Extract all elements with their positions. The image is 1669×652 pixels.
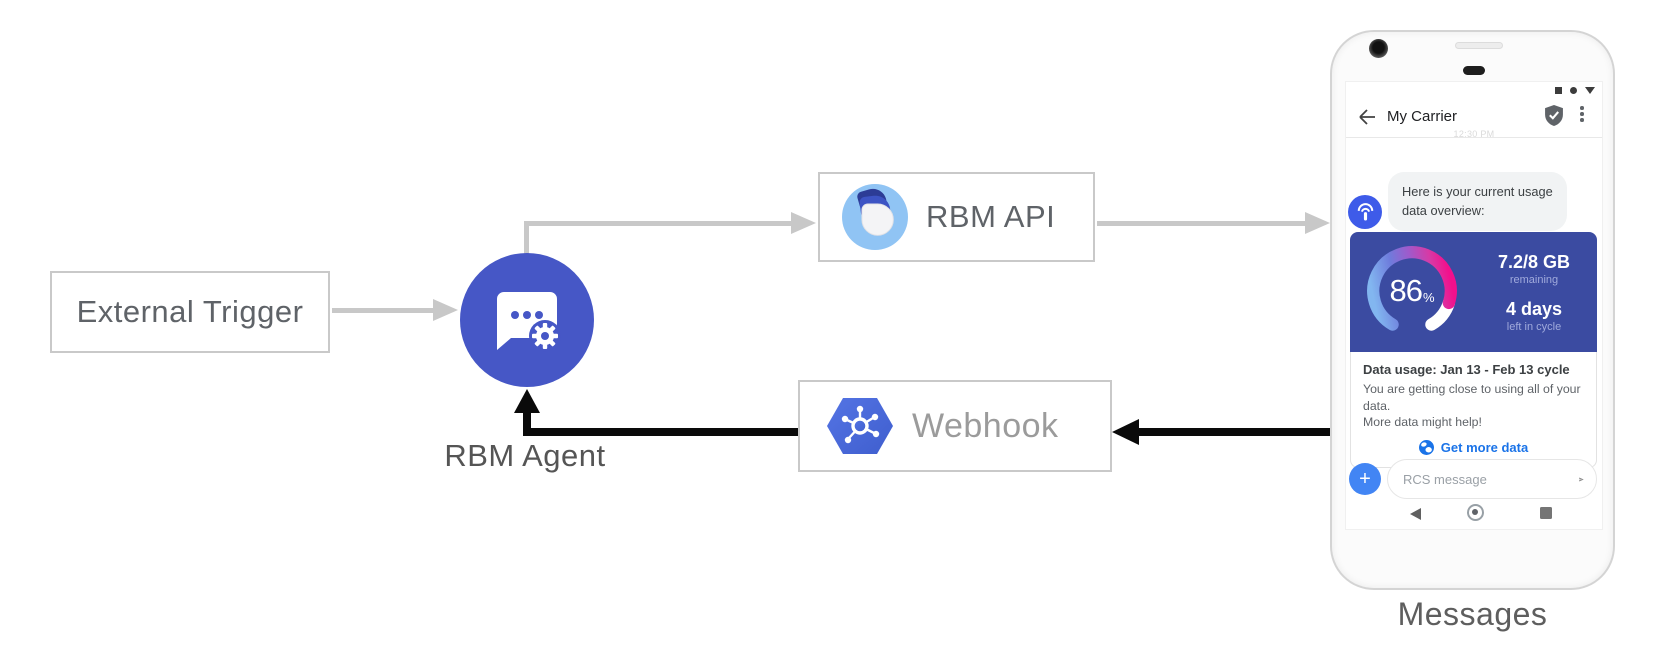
gauge-percent: 86 % (1389, 273, 1435, 308)
rbm-agent-node (460, 253, 594, 387)
arrow-api-to-phone (1097, 221, 1306, 226)
agent-avatar (1348, 195, 1382, 229)
messages-app-label: Messages (1397, 596, 1548, 632)
arrow-webhook-to-agent-horizontal (523, 428, 798, 436)
rcs-message-input[interactable] (1403, 471, 1579, 487)
overflow-menu-icon[interactable] (1580, 106, 1584, 122)
arrow-webhook-to-agent-vertical (523, 411, 531, 436)
usage-stats: 7.2/8 GB remaining 4 days left in cycle (1478, 232, 1590, 352)
rbm-api-icon (842, 184, 908, 250)
bot-message-bubble: Here is your current usage data overview… (1388, 172, 1567, 232)
arrow-trigger-to-agent (332, 308, 434, 313)
status-triangle-icon (1585, 87, 1595, 94)
message-compose-bar[interactable] (1387, 459, 1597, 499)
nav-recents-button[interactable] (1540, 507, 1552, 519)
back-arrow-icon[interactable] (1357, 107, 1377, 127)
phone-mockup: My Carrier 12:30 PM Here is your current… (1330, 30, 1615, 590)
arrow-phone-to-webhook (1138, 428, 1333, 436)
front-camera (1369, 39, 1388, 58)
android-navbar (1346, 501, 1602, 527)
rbm-agent-label: RBM Agent (444, 438, 606, 473)
usage-rich-card: 86 % 7.2/8 GB remaining 4 days left in c… (1350, 232, 1597, 468)
nav-back-button[interactable] (1410, 508, 1421, 520)
chat-bubble-gear-icon (497, 292, 561, 352)
arrowhead-webhook-to-agent (514, 389, 540, 413)
attach-plus-button[interactable]: + (1349, 463, 1381, 495)
webhook-label: Webhook (912, 406, 1059, 445)
antenna-icon (1357, 202, 1373, 220)
usage-card-title: Data usage: Jan 13 - Feb 13 cycle (1363, 362, 1570, 377)
verified-shield-icon[interactable] (1545, 105, 1563, 126)
usage-gauge-panel: 86 % 7.2/8 GB remaining 4 days left in c… (1350, 232, 1597, 352)
header-divider (1346, 137, 1602, 138)
conversation-header: My Carrier (1346, 98, 1602, 138)
usage-detail-panel: Data usage: Jan 13 - Feb 13 cycle You ar… (1350, 352, 1597, 468)
usage-gauge: 86 % (1361, 240, 1463, 342)
status-bar-icons (1555, 87, 1595, 94)
bot-message-line1: Here is your current usage (1402, 184, 1553, 199)
arrowhead-phone-to-webhook (1112, 419, 1139, 445)
usage-card-body: You are getting close to using all of yo… (1363, 382, 1581, 429)
get-more-data-button[interactable]: Get more data (1363, 439, 1584, 455)
arrowhead-api-to-phone (1305, 212, 1330, 234)
days-value: 4 days (1505, 298, 1563, 319)
webhook-node: Webhook (798, 380, 1112, 472)
speaker-slot (1455, 42, 1503, 49)
remaining-value: 7.2/8 GB (1497, 251, 1571, 272)
phone-screen: My Carrier 12:30 PM Here is your current… (1346, 82, 1602, 529)
webhook-hexagon-icon (827, 398, 893, 454)
arrow-agent-to-api-vertical (524, 221, 529, 254)
conversation-title: My Carrier (1387, 108, 1457, 125)
days-label: left in cycle (1506, 320, 1562, 333)
arrow-agent-to-api-horizontal (524, 221, 792, 226)
rbm-api-node: RBM API (818, 172, 1095, 262)
nav-home-button[interactable] (1467, 504, 1484, 521)
earpiece (1463, 66, 1485, 75)
rbm-api-label: RBM API (926, 199, 1056, 234)
remaining-label: remaining (1509, 273, 1559, 286)
external-trigger-label: External Trigger (76, 294, 304, 329)
arrowhead-trigger-to-agent (433, 299, 458, 321)
arrowhead-agent-to-api (791, 212, 816, 234)
send-icon[interactable] (1579, 471, 1584, 488)
status-square-icon (1555, 87, 1562, 94)
bot-message-line2: data overview: (1402, 202, 1485, 218)
status-dot-icon (1570, 87, 1577, 94)
external-trigger-node: External Trigger (50, 271, 330, 353)
message-timestamp: 12:30 PM (1453, 129, 1495, 139)
globe-icon (1418, 439, 1434, 455)
